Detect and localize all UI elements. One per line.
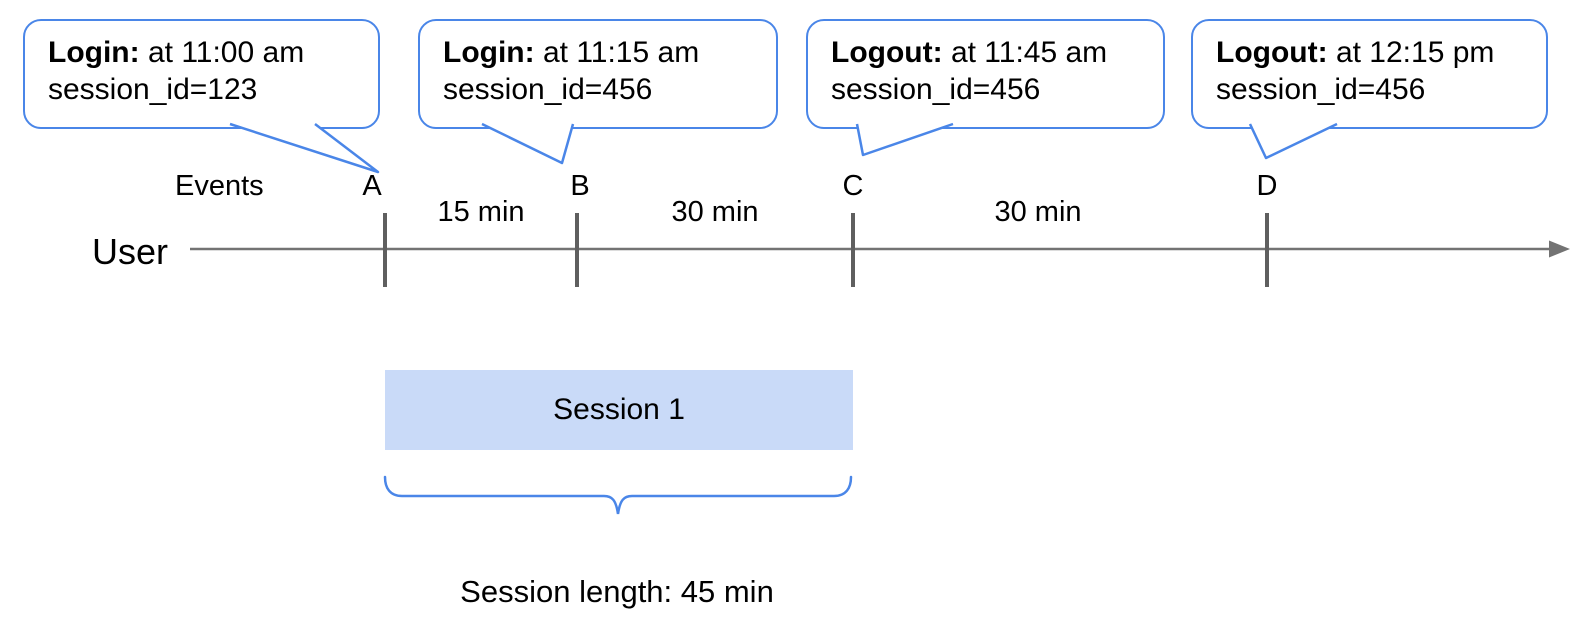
session-bar-label: Session 1	[553, 393, 685, 426]
interval-label-a-b: 15 min	[437, 196, 525, 228]
session-id-label: session_id=456	[831, 73, 1041, 106]
callout-login-b: Login: at 11:15 am session_id=456	[418, 19, 778, 129]
session-brace	[383, 475, 853, 515]
event-marker-b: B	[570, 170, 590, 202]
event-marker-a: A	[362, 170, 382, 202]
interval-label-c-d: 30 min	[994, 196, 1082, 228]
timeline-arrowhead-icon	[1549, 240, 1570, 258]
interval-label-b-c: 30 min	[671, 196, 759, 228]
event-marker-c: C	[842, 170, 864, 202]
callout-tail-a	[229, 122, 380, 174]
callout-tail-b	[481, 122, 575, 165]
event-time-label: at 12:15 pm	[1327, 36, 1495, 69]
event-marker-d: D	[1256, 170, 1278, 202]
callout-line-event: Logout: at 11:45 am	[831, 34, 1145, 71]
callout-line-event: Logout: at 12:15 pm	[1216, 34, 1528, 71]
callout-logout-c: Logout: at 11:45 am session_id=456	[806, 19, 1165, 129]
user-axis-label: User	[92, 231, 169, 272]
session-id-label: session_id=456	[1216, 73, 1426, 106]
event-type-label: Logout:	[1216, 36, 1328, 69]
session-bar: Session 1	[385, 370, 853, 450]
callout-tail-d	[1248, 122, 1338, 160]
callout-line-event: Login: at 11:00 am	[48, 34, 360, 71]
events-label: Events	[175, 170, 264, 202]
session-length-label: Session length: 45 min	[460, 574, 774, 609]
callout-line-event: Login: at 11:15 am	[443, 34, 758, 71]
event-type-label: Login:	[443, 36, 535, 69]
session-id-label: session_id=123	[48, 73, 258, 106]
event-time-label: at 11:45 am	[942, 36, 1108, 69]
event-type-label: Logout:	[831, 36, 943, 69]
callout-login-a: Login: at 11:00 am session_id=123	[23, 19, 380, 129]
callout-logout-d: Logout: at 12:15 pm session_id=456	[1191, 19, 1548, 129]
event-time-label: at 11:15 am	[534, 36, 700, 69]
event-type-label: Login:	[48, 36, 140, 69]
event-time-label: at 11:00 am	[139, 36, 305, 69]
session-id-label: session_id=456	[443, 73, 653, 106]
